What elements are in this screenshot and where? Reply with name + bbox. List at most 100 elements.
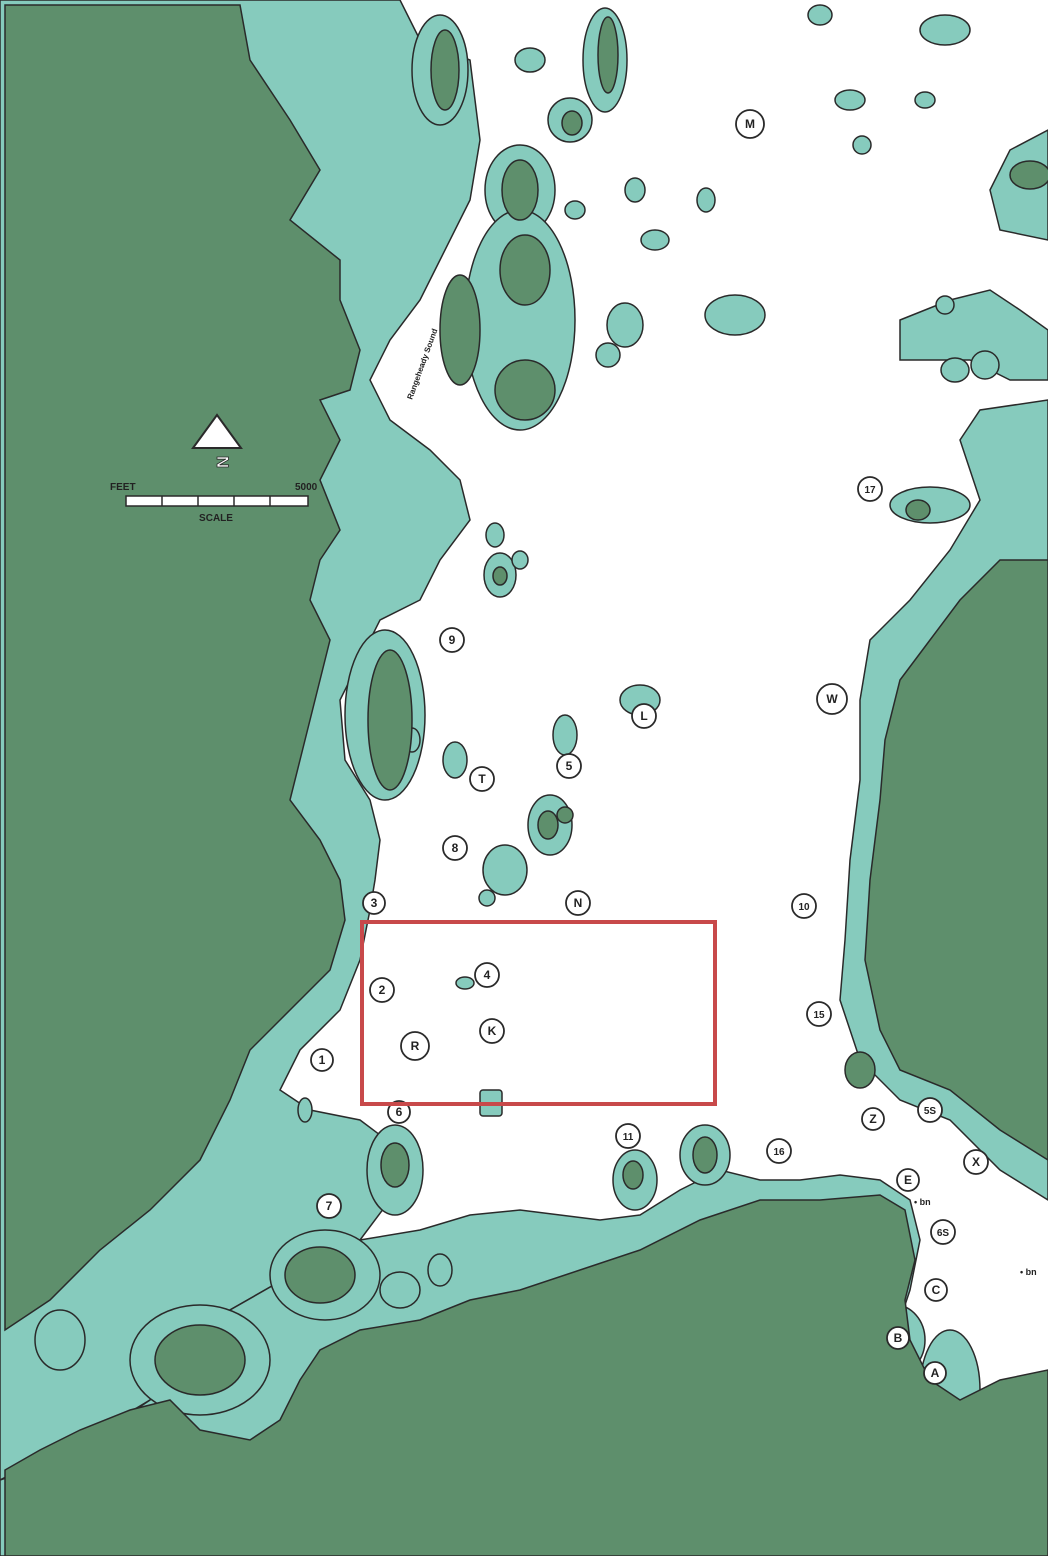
small-label-bn-1: • bn [914,1197,931,1207]
marker-label: 15 [813,1010,825,1021]
marker-circle [791,893,817,919]
marker-k: K [479,1018,505,1044]
marker-b: B [886,1326,910,1350]
marker-circle [861,1107,885,1131]
marker-circle [316,1193,342,1219]
marker-label: K [488,1024,497,1038]
marker-circle [442,835,468,861]
marker-n: N [565,890,591,916]
marker-circle [469,766,495,792]
marker-label: 6S [937,1228,950,1239]
north-letter: N [213,456,232,468]
marker-circle [565,890,591,916]
marker-4: 4 [474,962,500,988]
marker-6s: 6S [930,1219,956,1245]
marker-m: M [735,109,765,139]
marker-label: 5 [566,759,573,773]
marker-circle [806,1001,832,1027]
marker-circle [362,891,386,915]
marker-circle [930,1219,956,1245]
marker-label: 8 [452,841,459,855]
marker-label: N [574,896,583,910]
marker-label: 17 [864,485,876,496]
marker-circle [439,627,465,653]
marker-circle [400,1031,430,1061]
marker-circle [479,1018,505,1044]
marker-label: M [745,117,755,131]
marker-circle [766,1138,792,1164]
marker-16: 16 [766,1138,792,1164]
land-areas [4,4,1048,1556]
marker-r: R [400,1031,430,1061]
marker-label: 16 [773,1147,785,1158]
marker-label: W [826,692,838,706]
marker-circle [886,1326,910,1350]
marker-circle [615,1123,641,1149]
marker-circle [631,703,657,729]
marker-label: 2 [379,983,386,997]
marker-circle [556,753,582,779]
scale-caption: SCALE [199,513,233,524]
marker-3: 3 [362,891,386,915]
marker-8: 8 [442,835,468,861]
scale-bar-body [125,495,309,507]
north-arrow-icon [191,413,243,449]
marker-circle [816,683,848,715]
marker-label: X [972,1155,980,1169]
marker-label: 5S [924,1106,937,1117]
marker-label: L [640,709,647,723]
marker-label: 6 [396,1105,403,1119]
marker-circle [310,1048,334,1072]
marker-label: E [904,1173,912,1187]
marker-9: 9 [439,627,465,653]
marker-15: 15 [806,1001,832,1027]
marker-label: B [894,1331,903,1345]
marker-w: W [816,683,848,715]
marker-label: 1 [319,1053,326,1067]
marker-e: E [896,1168,920,1192]
marker-c: C [924,1278,948,1302]
marker-circle [387,1100,411,1124]
marker-5s-1: 5S [917,1097,943,1123]
marker-2: 2 [369,977,395,1003]
highlight-box [360,920,717,1106]
marker-circle [963,1149,989,1175]
marker-label: 3 [371,896,378,910]
marker-a: A [923,1361,947,1385]
marker-label: C [932,1283,941,1297]
scale-max-label: 5000 [295,482,318,493]
marker-label: 10 [798,902,810,913]
marker-label: 9 [449,633,456,647]
marker-label: R [411,1039,420,1053]
marker-label: 11 [623,1132,634,1143]
marker-5: 5 [556,753,582,779]
marker-circle [917,1097,943,1123]
marker-circle [896,1168,920,1192]
marker-label: Z [869,1112,876,1126]
marker-label: 7 [326,1199,333,1213]
marker-label: T [478,772,486,786]
marker-circle [474,962,500,988]
marker-7: 7 [316,1193,342,1219]
marker-t: T [469,766,495,792]
marker-circle [923,1361,947,1385]
marker-10: 10 [791,893,817,919]
marker-circle [857,476,883,502]
scale-unit-label: FEET [110,482,136,493]
marker-z: Z [861,1107,885,1131]
marker-6: 6 [387,1100,411,1124]
marker-circle [735,109,765,139]
marker-label: 4 [484,968,491,982]
small-label-bn-2: • bn [1020,1267,1037,1277]
marker-label: A [931,1366,940,1380]
marker-1: 1 [310,1048,334,1072]
scale-bar: FEET 5000 SCALE [110,482,318,524]
marker-x: X [963,1149,989,1175]
marker-11: 11 [615,1123,641,1149]
north-arrow: N [191,413,243,469]
marker-circle [369,977,395,1003]
marker-circle [924,1278,948,1302]
marker-l: L [631,703,657,729]
